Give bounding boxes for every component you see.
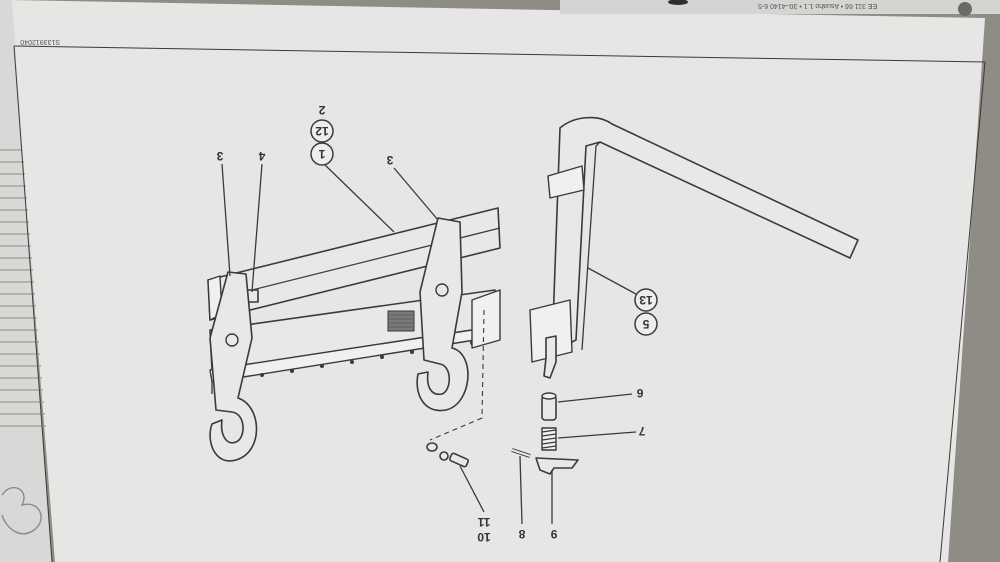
callout-6: 6 [636,386,643,400]
callout-1: 1 [318,147,325,161]
right-hook [416,217,469,412]
callout-1-circle [310,142,334,166]
carriage-grille [387,310,415,332]
pin-part [541,392,557,421]
doodle-mark [1,486,42,535]
callout-11: 11 [477,515,490,529]
side-page-strip [0,0,52,562]
callout-labels: 2 12 1 3 4 3 13 5 6 7 8 9 11 10 [216,103,658,544]
border-top [13,45,986,63]
lever-part [535,457,579,475]
callout-2: 2 [318,103,325,117]
fork-hook-lower [529,299,573,363]
header-blob [668,0,688,5]
border-right [939,61,986,562]
side-page-text [0,149,46,427]
header-text: EE 311 66 • Asuaho 1.1 • 30–4140 6-5 [758,2,877,9]
dashed-guide [429,309,485,441]
rod-part [511,448,531,458]
leader-lines [221,163,637,525]
callout-12: 12 [315,124,329,138]
side-plate [471,289,501,349]
left-hook [209,271,258,462]
bolt-set [426,442,470,468]
callout-9: 9 [550,527,557,541]
fork-latch [543,335,557,379]
callout-3-left: 3 [216,149,223,163]
paper-sheet [10,0,985,562]
callout-7: 7 [638,424,645,438]
callout-8: 8 [518,527,525,541]
callout-5: 5 [642,317,649,331]
header-dot [958,2,972,16]
callout-3-right: 3 [386,153,393,167]
callout-4: 4 [258,149,265,163]
callout-5-circle [634,312,658,336]
callout-13-circle [634,288,658,312]
spring-part [541,427,557,451]
fork [529,116,859,379]
callout-10: 10 [477,530,491,544]
callout-12-circle [310,119,334,143]
drawing-code: S133912040 [20,38,60,45]
border-left [13,45,53,562]
callout-13: 13 [639,293,653,307]
fork-hook-upper [547,165,585,199]
